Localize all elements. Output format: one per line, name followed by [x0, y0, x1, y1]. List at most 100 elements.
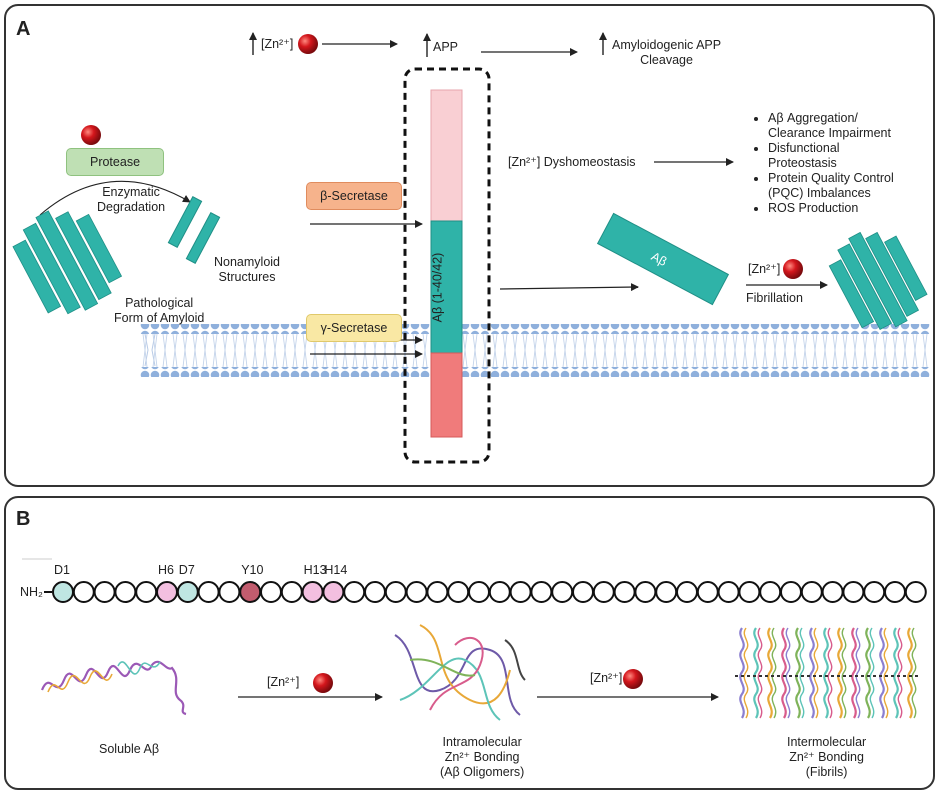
fibril-zn-label: [Zn²⁺]	[748, 262, 781, 276]
zinc-ion-icon	[783, 259, 803, 279]
residue	[884, 581, 906, 603]
fibril-icon	[828, 231, 928, 331]
residue	[800, 581, 823, 603]
residue	[863, 581, 886, 603]
residue	[738, 581, 761, 603]
fibril-stack-icon	[735, 627, 920, 719]
app-c-terminal-segment	[430, 352, 463, 438]
degradation-arrow	[39, 180, 191, 216]
residue	[904, 581, 927, 603]
zinc-ion-icon	[313, 673, 333, 693]
residue	[759, 581, 782, 603]
residue	[676, 581, 698, 603]
residue	[509, 581, 532, 603]
fibril-strand	[855, 627, 861, 719]
soluble-abeta-label: Soluble Aβ	[99, 742, 160, 756]
fibril-strand	[879, 627, 885, 719]
effects-list: Aβ Aggregation/ Clearance Impairment Dis…	[752, 111, 894, 216]
zinc-ion-icon	[623, 669, 643, 689]
soluble-abeta-icon	[40, 660, 187, 716]
residue	[93, 581, 116, 603]
effect-item: ROS Production	[768, 201, 894, 216]
fibril-strand	[869, 627, 875, 719]
fibril-strand	[907, 627, 913, 719]
protease-box: Protease	[66, 148, 164, 176]
zn-label-b1: [Zn²⁺]	[267, 675, 300, 689]
residue	[343, 581, 366, 603]
residue	[592, 581, 615, 603]
zinc-ion-icon	[81, 125, 101, 145]
fibril-strand	[911, 627, 917, 719]
fibril-strand	[883, 627, 889, 719]
fibril-strand	[837, 627, 843, 719]
residue	[842, 581, 865, 603]
fibril-strand	[785, 627, 791, 719]
fibrillation-label: Fibrillation	[746, 291, 803, 305]
fibril-strand	[767, 627, 773, 719]
residue-label-h14: H14	[324, 563, 348, 577]
residue-h13	[301, 581, 324, 603]
residue	[218, 581, 241, 603]
residue-d7	[176, 581, 199, 603]
fibril-strand	[799, 627, 805, 719]
effect-item: Protein Quality Control (PQC) Imbalances	[768, 171, 894, 201]
cell-membrane	[140, 324, 930, 377]
residue	[655, 581, 678, 603]
residue-label-h13: H13	[303, 563, 327, 577]
residue	[135, 581, 158, 603]
fibril-strand	[893, 627, 899, 719]
residue-y10	[239, 581, 262, 603]
effect-item: Aβ Aggregation/ Clearance Impairment	[768, 111, 894, 141]
pathological-label: Pathological Form of Amyloid	[114, 296, 205, 325]
residue	[384, 581, 407, 603]
fibril-strand	[743, 627, 749, 719]
zinc-ion-icon	[298, 34, 318, 54]
residue	[260, 581, 282, 603]
residue	[405, 581, 428, 603]
fibril-strand	[753, 627, 759, 719]
residue	[821, 581, 844, 603]
residue	[613, 581, 636, 603]
fibril-strand	[823, 627, 829, 719]
fibril-strand	[841, 627, 847, 719]
fibril-strand	[795, 627, 801, 719]
fibril-strand	[813, 627, 819, 719]
residue	[572, 581, 594, 603]
abeta-segment-label: Aβ (1-40/42)	[430, 252, 445, 323]
residue	[280, 581, 303, 603]
residue-d1	[52, 581, 74, 603]
residue	[426, 581, 449, 603]
residue	[696, 581, 719, 603]
cleavage-label: Amyloidogenic APP Cleavage	[612, 38, 722, 67]
fibril-strand	[771, 627, 777, 719]
residue	[468, 581, 490, 603]
enzymatic-degradation-label: Enzymatic Degradation	[97, 185, 166, 214]
fibril-strand	[757, 627, 763, 719]
residue	[780, 581, 802, 603]
abeta-monomer-rect	[596, 212, 730, 306]
zn-label-top: [Zn²⁺]	[261, 37, 294, 51]
residue-chain	[52, 581, 927, 603]
abeta-segment	[430, 220, 463, 354]
residue	[197, 581, 220, 603]
panel-a-label: A	[16, 18, 31, 40]
fibril-strand	[827, 627, 833, 719]
intramolecular-label: Intramolecular Zn²⁺ Bonding (Aβ Oligomer…	[440, 735, 525, 779]
residue	[364, 581, 386, 603]
fibril-strand	[809, 627, 815, 719]
residue-label-d7: D7	[178, 563, 195, 577]
app-dashed-box	[403, 67, 491, 464]
zn-label-b2: [Zn²⁺]	[590, 671, 623, 685]
residue	[447, 581, 470, 603]
residue-label-d1: D1	[54, 563, 70, 577]
intermolecular-label: Intermolecular Zn²⁺ Bonding (Fibrils)	[787, 735, 867, 779]
panel-a	[4, 4, 935, 487]
residue-label-h6: H6	[158, 563, 174, 577]
nonamyloid-structures-icon	[167, 196, 221, 264]
residue	[72, 581, 95, 603]
gamma-secretase-box: γ-Secretase	[306, 314, 402, 342]
nh2-label: NH₂	[20, 585, 43, 599]
residue	[114, 581, 137, 603]
fibril-strand	[781, 627, 787, 719]
